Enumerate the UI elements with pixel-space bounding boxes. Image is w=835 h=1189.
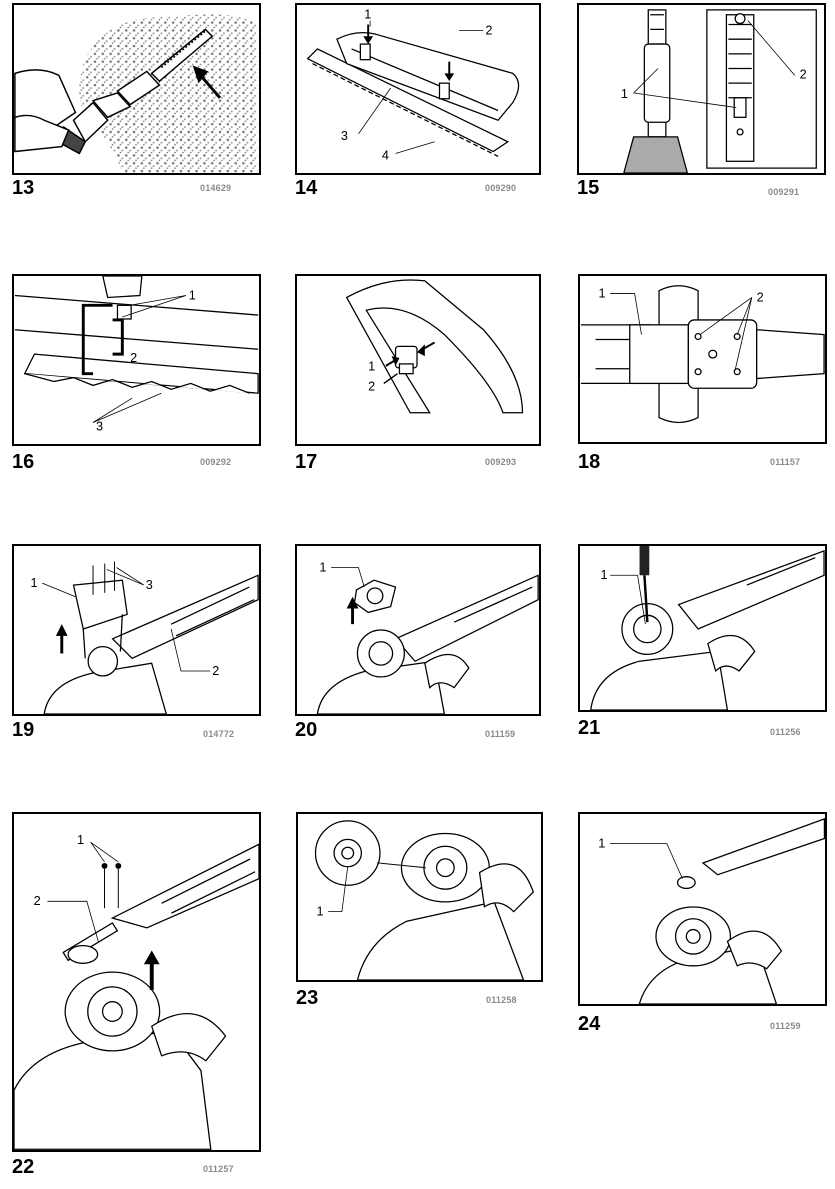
figure-16-callout-1: 1 bbox=[189, 288, 196, 302]
figure-14-illustration: 1 2 3 4 bbox=[295, 3, 541, 175]
figure-20-code: 011159 bbox=[485, 729, 516, 739]
figure-24-number: 24 bbox=[578, 1013, 601, 1035]
figure-23-illustration: 1 bbox=[296, 812, 543, 982]
figure-24-illustration: 1 bbox=[578, 812, 827, 1006]
figure-17-callout-2: 2 bbox=[368, 379, 375, 393]
figure-23-code: 011258 bbox=[486, 995, 517, 1005]
figure-19-illustration: 1 2 3 bbox=[12, 544, 261, 716]
figure-14-callout-4: 4 bbox=[382, 148, 389, 162]
figure-24-callout-1: 1 bbox=[598, 835, 605, 850]
figure-13-number: 13 bbox=[12, 177, 35, 199]
hedge-trimmer-against-hedge-drawing bbox=[14, 14, 259, 173]
screwdriver-on-gear-drawing: 1 bbox=[590, 546, 825, 710]
blade-cover-side-view-drawing: 1 2 3 bbox=[14, 276, 259, 433]
figure-21-illustration: 1 bbox=[578, 544, 827, 712]
figure-16-callout-2: 2 bbox=[130, 351, 137, 365]
figure-14-callout-3: 3 bbox=[341, 129, 348, 143]
figure-20-illustration: 1 bbox=[295, 544, 541, 716]
figure-24-code: 011259 bbox=[770, 1021, 801, 1031]
figure-17-code: 009293 bbox=[485, 457, 517, 467]
figure-19-callout-2: 2 bbox=[212, 664, 219, 678]
figure-14-number: 14 bbox=[295, 177, 318, 199]
figure-19-code: 014772 bbox=[203, 729, 235, 739]
figure-22-callout-1: 1 bbox=[77, 832, 84, 847]
figure-15-callout-1: 1 bbox=[621, 87, 628, 101]
figure-22-callout-2: 2 bbox=[34, 893, 41, 908]
figure-20-callout-1: 1 bbox=[319, 560, 326, 574]
figure-21-callout-1: 1 bbox=[600, 568, 607, 582]
figure-22-code: 011257 bbox=[203, 1164, 234, 1174]
figure-22-number: 22 bbox=[12, 1156, 35, 1178]
gear-housing-top-view-drawing: 1 2 bbox=[580, 285, 825, 424]
blade-cover-attachment-drawing: 1 2 3 4 bbox=[306, 8, 520, 162]
figure-18-code: 011157 bbox=[770, 457, 801, 467]
figure-15-code: 009291 bbox=[768, 187, 800, 197]
figure-23-callout-1: 1 bbox=[316, 905, 323, 919]
figure-16-illustration: 1 2 3 bbox=[12, 274, 261, 446]
figure-13-code: 014629 bbox=[200, 183, 232, 193]
figure-14-callout-1: 1 bbox=[364, 8, 371, 22]
figure-14-callout-2: 2 bbox=[485, 23, 492, 37]
figure-21-number: 21 bbox=[578, 717, 601, 739]
figure-17-number: 17 bbox=[295, 451, 318, 473]
figure-16-callout-3: 3 bbox=[96, 419, 103, 433]
bushing-placement-drawing: 1 bbox=[598, 818, 825, 1004]
gasket-removal-drawing: 1 bbox=[316, 560, 539, 714]
figure-17-illustration: 1 2 bbox=[295, 274, 541, 446]
figure-17-callout-1: 1 bbox=[368, 360, 375, 374]
blade-close-up-drawing: 1 2 bbox=[621, 9, 817, 173]
figure-18-callout-1: 1 bbox=[599, 286, 606, 300]
figure-19-callout-1: 1 bbox=[31, 576, 38, 590]
figure-19-callout-3: 3 bbox=[146, 578, 153, 592]
figure-21-code: 011256 bbox=[770, 727, 801, 737]
figure-16-code: 009292 bbox=[200, 457, 232, 467]
figure-15-number: 15 bbox=[577, 177, 600, 199]
figure-15-illustration: 1 2 bbox=[577, 3, 826, 175]
gear-with-bushing-inset-drawing: 1 bbox=[314, 820, 534, 980]
figure-15-callout-2: 2 bbox=[800, 67, 807, 81]
figure-23-number: 23 bbox=[296, 987, 319, 1009]
figure-19-number: 19 bbox=[12, 719, 35, 741]
figure-18-callout-2: 2 bbox=[757, 290, 764, 304]
figure-14-code: 009290 bbox=[485, 183, 517, 193]
figure-18-illustration: 1 2 bbox=[578, 274, 827, 444]
gear-cover-removal-drawing: 1 2 3 bbox=[31, 561, 259, 714]
figure-16-number: 16 bbox=[12, 451, 35, 473]
figure-22-illustration: 1 2 bbox=[12, 812, 261, 1152]
blade-cover-clip-drawing: 1 2 bbox=[345, 279, 524, 414]
figure-13-illustration bbox=[12, 3, 261, 175]
figure-20-number: 20 bbox=[295, 719, 318, 741]
blade-removal-drawing: 1 2 bbox=[14, 832, 259, 1150]
figure-18-number: 18 bbox=[578, 451, 601, 473]
